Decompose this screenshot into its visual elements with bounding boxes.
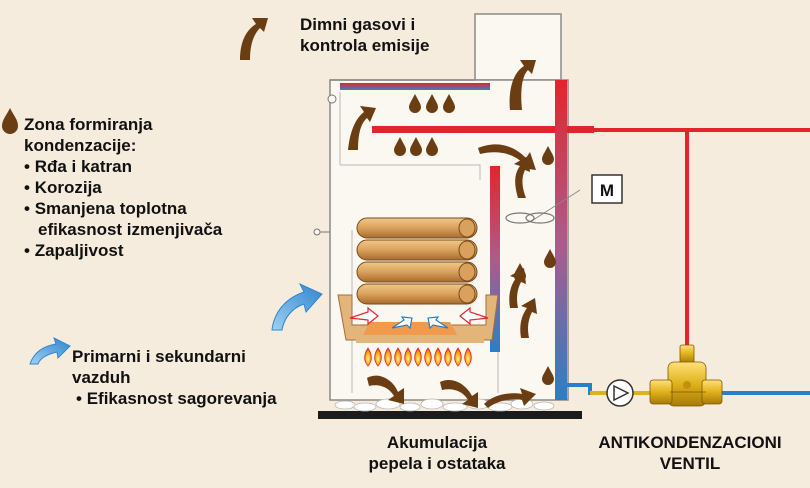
flame xyxy=(424,347,432,367)
secondary-air-arrows xyxy=(349,306,489,330)
condensation-title-line-1: Zona formiranja xyxy=(24,115,153,134)
condensation-effect-item: Zapaljivost xyxy=(24,240,324,261)
air-supply-label: Primarni i sekundarni vazduh Efikasnost … xyxy=(72,346,322,409)
firewood-logs xyxy=(356,217,478,305)
anti-condensation-valve-label: ANTIKONDENZACIONI VENTIL xyxy=(574,432,806,474)
inner-fin xyxy=(490,166,500,352)
flame xyxy=(394,347,402,367)
flame xyxy=(464,347,472,367)
condensation-zone-label: Zona formiranja kondenzacije: Rđa i katr… xyxy=(24,114,324,261)
exchanger-fin-middle xyxy=(372,126,594,133)
air-supply-list: Efikasnost sagorevanja xyxy=(72,388,322,409)
flame xyxy=(384,347,392,367)
flue-gas-label-line-2: kontrola emisije xyxy=(300,36,430,55)
air-legend-arrow xyxy=(29,337,71,365)
pump xyxy=(606,379,634,407)
air-supply-title-line-2: vazduh xyxy=(72,368,131,387)
condensation-drop-icon xyxy=(2,108,18,134)
condensation-effect-item: Rđa i katran xyxy=(24,156,324,177)
ash-label-line-2: pepela i ostataka xyxy=(368,454,506,473)
exchanger-fin-top xyxy=(340,83,490,90)
chimney xyxy=(474,13,562,81)
primary-air-arrow xyxy=(271,282,323,331)
flame xyxy=(374,347,382,367)
air-supply-item: Efikasnost sagorevanja xyxy=(76,388,322,409)
anti-condensation-valve-graphic xyxy=(649,344,723,407)
flue-gas-label-line-1: Dimni gasovi i xyxy=(300,15,416,34)
flame xyxy=(414,347,422,367)
burner-flames xyxy=(364,347,472,367)
motor-box: M xyxy=(591,174,623,204)
ash-label-line-1: Akumulacija xyxy=(386,433,488,452)
firebox xyxy=(337,294,499,343)
valve-label-line-2: VENTIL xyxy=(659,454,721,473)
flame xyxy=(404,347,412,367)
valve-label-line-1: ANTIKONDENZACIONI xyxy=(598,433,782,452)
flame xyxy=(364,347,372,367)
flame xyxy=(444,347,452,367)
water-riser xyxy=(555,80,567,400)
flue-gas-flow-arrows xyxy=(348,60,537,408)
exhaust-fan xyxy=(505,189,581,224)
hot-pipe xyxy=(567,128,810,352)
ash-accumulation-label: Akumulacija pepela i ostataka xyxy=(352,432,522,474)
condensation-effect-item: Korozija xyxy=(24,177,324,198)
boiler-base xyxy=(318,411,582,419)
motor-label: M xyxy=(600,181,614,200)
flame xyxy=(454,347,462,367)
flue-legend-arrow xyxy=(240,18,268,60)
flame xyxy=(434,347,442,367)
condensation-effect-item: Smanjena toplotna efikasnost izmenjivača xyxy=(24,198,258,240)
ash-bed xyxy=(334,398,555,412)
condensation-title-line-2: kondenzacije: xyxy=(24,136,137,155)
air-supply-title-line-1: Primarni i sekundarni xyxy=(72,347,246,366)
condensation-effects-list: Rđa i katran Korozija Smanjena toplotna … xyxy=(24,156,324,261)
flue-gas-label: Dimni gasovi i kontrola emisije xyxy=(300,14,429,56)
